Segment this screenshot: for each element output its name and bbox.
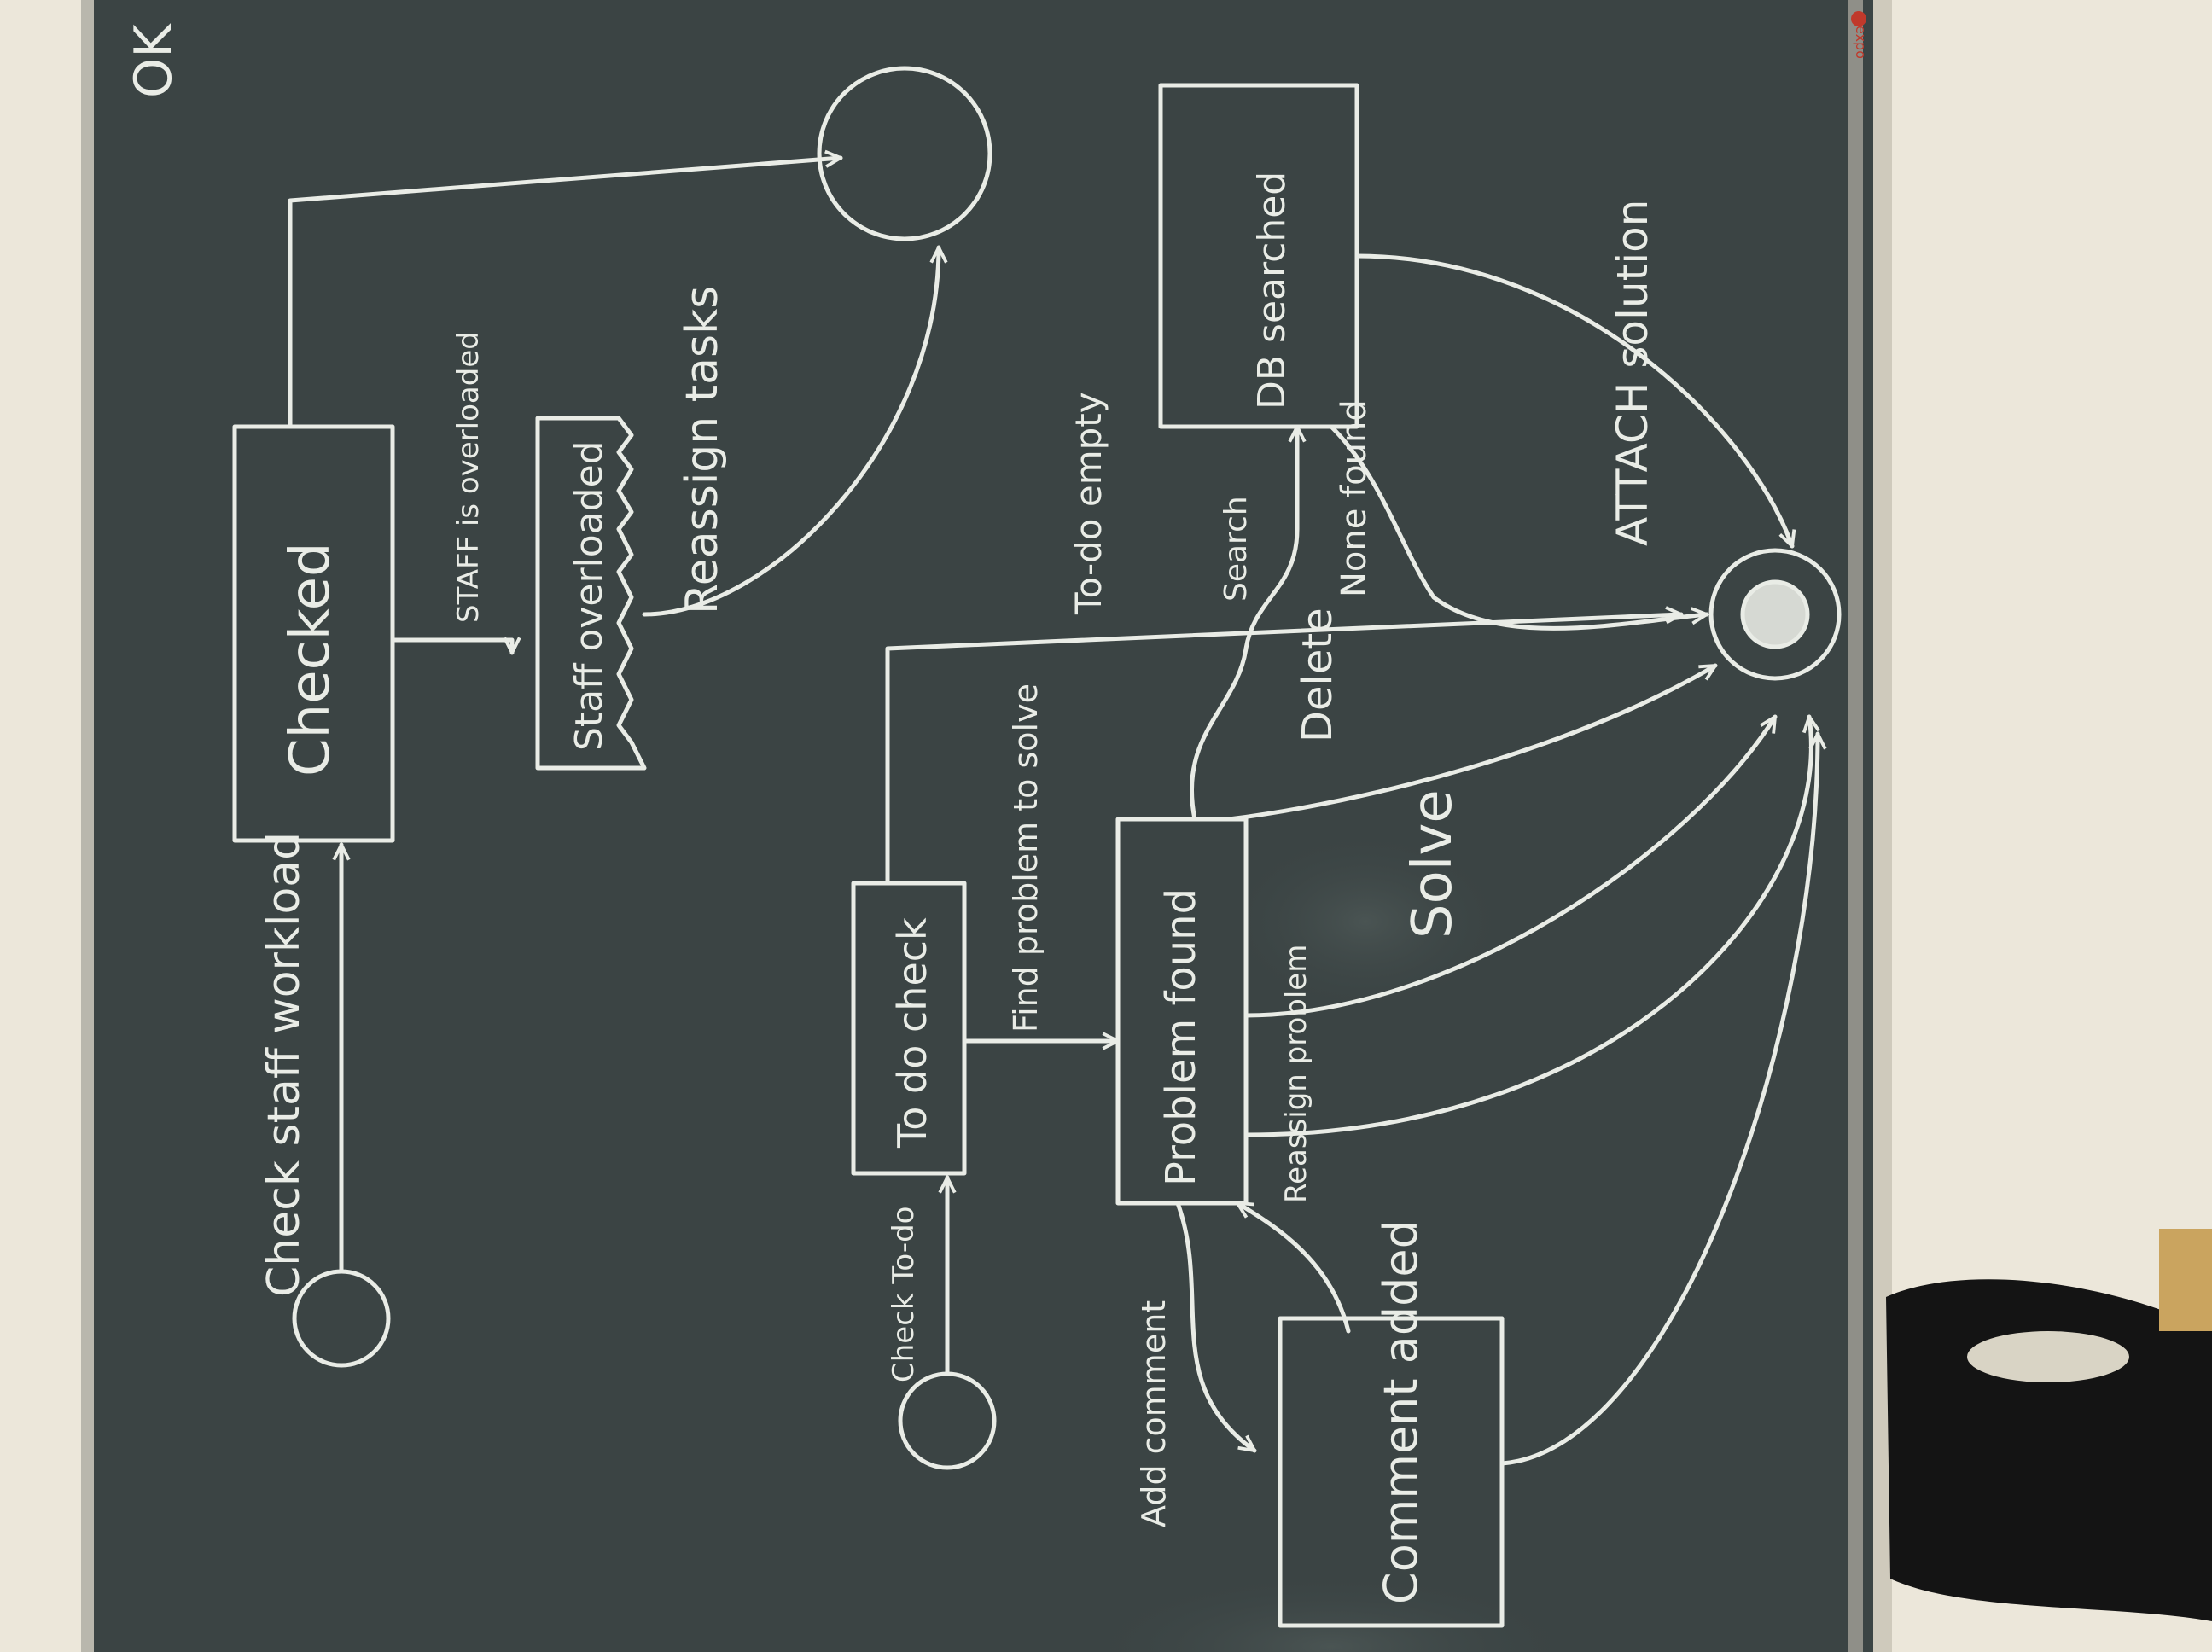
label-staff-is-overloaded: STAFF is overloaded: [451, 331, 486, 623]
label-comment-added: Comment added: [1374, 1219, 1428, 1604]
label-todo-empty: To-do empty: [1068, 392, 1109, 615]
label-to-do-check: To do check: [889, 917, 935, 1149]
label-db-searched: DB searched: [1250, 172, 1294, 410]
label-ok: OK: [124, 23, 183, 98]
label-solve: Solve: [1401, 789, 1464, 939]
label-staff-overloaded: Staff overloaded: [568, 440, 611, 751]
chalk-tray-edge: [1873, 0, 1892, 1652]
label-add-comment: Add comment: [1135, 1300, 1173, 1527]
label-find-problem: Find problem to solve: [1007, 683, 1045, 1032]
edge-solve: [1243, 717, 1778, 1018]
eraser-smudge: [1220, 828, 1511, 1015]
edge-add-comment: [1175, 1201, 1254, 1451]
edge-none-found: [1329, 424, 1707, 631]
label-reassign-problem: Reassign problem: [1279, 945, 1313, 1203]
label-attach-solution: ATTACH solution: [1608, 200, 1657, 546]
edge-comment-to-end: [1499, 731, 1818, 1466]
edge-delete: [1226, 663, 1715, 822]
bottle-object: [1886, 1279, 2212, 1621]
bottle-handle-gap: [1967, 1331, 2129, 1382]
eraser-smudge: [1075, 1570, 1587, 1652]
edge-attach-solution: [1354, 253, 1792, 546]
label-checked: Checked: [279, 542, 342, 777]
edge-staff-overloaded: [390, 640, 512, 655]
chalk-strokes: [232, 66, 1842, 1628]
edge-todo-empty: [885, 614, 1681, 886]
label-check-to-do: Check To-do: [887, 1207, 921, 1382]
label-check-staff-workload: Check staff workload: [259, 832, 310, 1297]
end-node-top: [817, 66, 992, 241]
label-none-found: None found: [1335, 399, 1374, 597]
edge-search: [1189, 424, 1297, 822]
diagram-labels: Check staff workload Checked OK STAFF is…: [124, 23, 1657, 1604]
edge-comment-back: [1237, 1201, 1351, 1334]
end-node-bottom-fill: [1740, 579, 1810, 649]
wooden-edge: [2159, 1229, 2212, 1331]
red-marker-cap: [1851, 11, 1866, 26]
node-checked: [232, 424, 395, 843]
label-search: Search: [1219, 496, 1254, 602]
label-problem-found: Problem found: [1157, 888, 1205, 1186]
node-comment-added: [1278, 1316, 1505, 1628]
tray-brand: expo: [1853, 26, 1869, 59]
chalk-tray: [1848, 0, 1863, 1652]
node-to-do-check: [851, 881, 967, 1176]
label-delete: Delete: [1294, 608, 1342, 742]
node-problem-found: [1115, 817, 1249, 1206]
label-reassign-tasks: Reassign tasks: [677, 286, 728, 614]
edge-ok: [288, 158, 841, 429]
node-staff-overloaded: [535, 416, 647, 771]
edge-reassign-tasks: [642, 245, 939, 617]
end-node-bottom: [1708, 548, 1842, 681]
edge-reassign-problem: [1243, 717, 1811, 1137]
